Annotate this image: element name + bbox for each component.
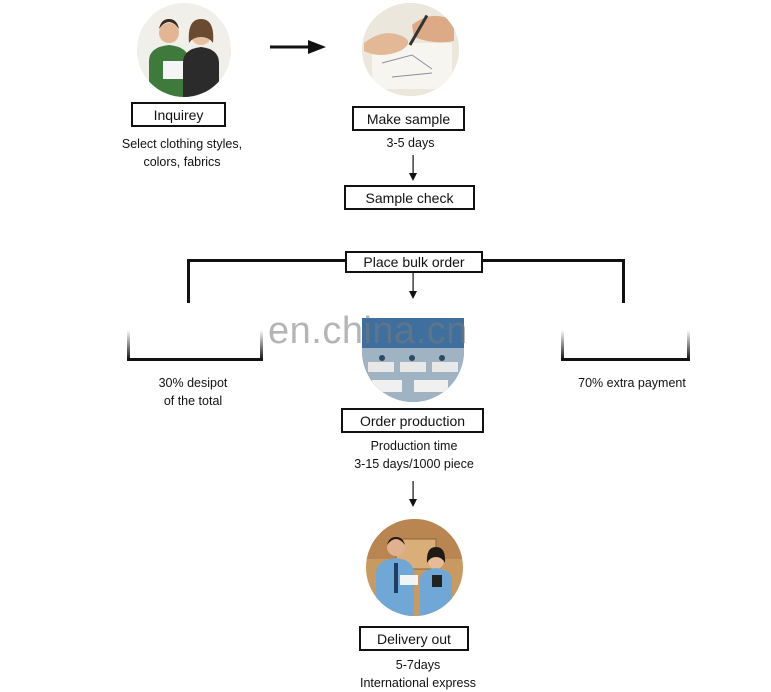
extra-payment-caption: 70% extra payment bbox=[578, 376, 686, 390]
watermark: en.china.cn bbox=[268, 310, 468, 352]
delivery-box: Delivery out bbox=[359, 626, 469, 651]
delivery-caption: 5-7days International express bbox=[340, 656, 496, 692]
delivery-caption-line1: 5-7days bbox=[395, 658, 441, 672]
delivery-photo bbox=[366, 519, 463, 616]
arrow-right-icon bbox=[270, 40, 326, 54]
deposit-caption-line1: 30% desipot bbox=[158, 376, 228, 390]
make-sample-box: Make sample bbox=[352, 106, 465, 131]
connector-right-horizontal bbox=[483, 259, 625, 262]
arrow-down-icon bbox=[409, 273, 417, 299]
order-production-caption: Production time 3-15 days/1000 piece bbox=[330, 437, 498, 473]
arrow-down-icon bbox=[409, 155, 417, 181]
inquiry-caption: Select clothing styles, colors, fabrics bbox=[100, 135, 264, 171]
order-production-box: Order production bbox=[341, 408, 484, 433]
arrow-down-icon bbox=[409, 481, 417, 507]
deposit-bracket-right bbox=[260, 330, 263, 360]
sample-check-box: Sample check bbox=[344, 185, 475, 210]
make-sample-label: Make sample bbox=[366, 111, 451, 127]
order-production-label: Order production bbox=[359, 413, 466, 429]
make-sample-photo bbox=[362, 3, 459, 96]
deposit-caption-line2: of the total bbox=[163, 394, 223, 408]
connector-right-vertical bbox=[622, 259, 625, 303]
order-production-caption-line2: 3-15 days/1000 piece bbox=[354, 457, 474, 471]
payment-bracket-bottom bbox=[561, 358, 690, 361]
place-order-box: Place bulk order bbox=[345, 251, 483, 273]
connector-left-horizontal bbox=[189, 259, 345, 262]
sample-check-label: Sample check bbox=[365, 190, 454, 206]
place-order-label: Place bulk order bbox=[363, 254, 465, 270]
inquiry-caption-line1: Select clothing styles, bbox=[121, 137, 243, 151]
delivery-label: Delivery out bbox=[377, 631, 451, 647]
connector-left-vertical bbox=[187, 259, 190, 303]
inquiry-label: Inquirey bbox=[153, 107, 204, 123]
deposit-caption: 30% desipot of the total bbox=[128, 374, 258, 410]
make-sample-caption: 3-5 days bbox=[386, 136, 435, 150]
inquiry-box: Inquirey bbox=[131, 102, 226, 127]
inquiry-caption-line2: colors, fabrics bbox=[143, 155, 221, 169]
inquiry-photo bbox=[137, 3, 231, 97]
payment-bracket-right bbox=[687, 330, 690, 360]
deposit-bracket-left bbox=[127, 330, 130, 360]
order-production-caption-line1: Production time bbox=[370, 439, 458, 453]
delivery-caption-line2: International express bbox=[359, 676, 477, 690]
deposit-bracket-bottom bbox=[127, 358, 263, 361]
payment-bracket-left bbox=[561, 330, 564, 360]
